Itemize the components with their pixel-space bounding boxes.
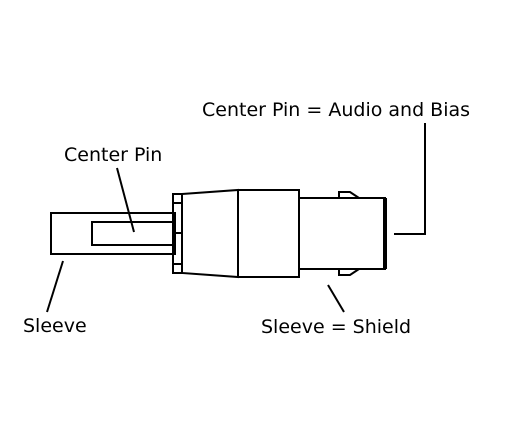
main-barrel: [237, 189, 300, 278]
center-pin-leader: [116, 167, 135, 233]
sleeve-label: Sleeve: [23, 315, 87, 337]
sleeve-leader: [46, 260, 64, 313]
center-pin-function-label: Center Pin = Audio and Bias: [202, 99, 470, 121]
sleeve-function-label: Sleeve = Shield: [261, 316, 411, 338]
sleeve-body: [50, 212, 176, 255]
tapered-body: [181, 188, 239, 279]
bottom-latch: [338, 268, 360, 276]
shield-sleeve: [298, 197, 385, 270]
center-pin-function-leader: [394, 123, 426, 235]
sleeve-function-leader: [327, 284, 345, 313]
center-pin-label: Center Pin: [64, 144, 162, 166]
top-latch: [338, 191, 360, 199]
